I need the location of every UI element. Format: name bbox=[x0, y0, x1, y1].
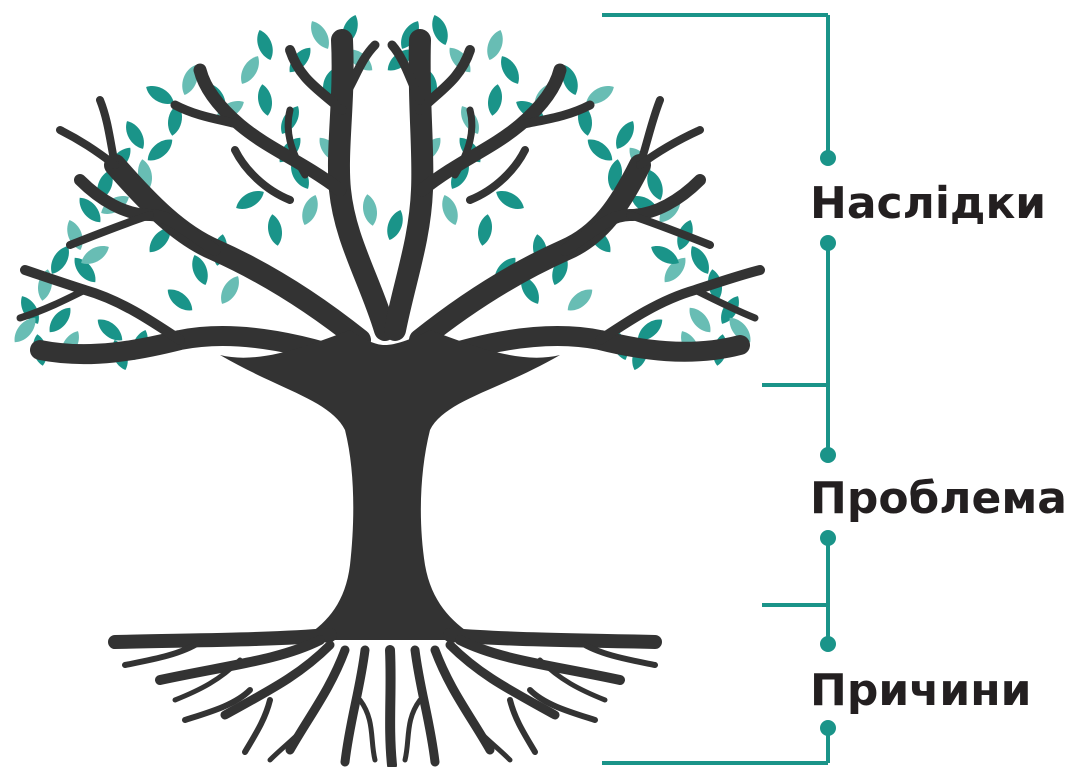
leaf-icon bbox=[257, 29, 273, 61]
leaf-icon bbox=[21, 296, 39, 324]
tree-trunk bbox=[220, 330, 560, 640]
leaf-icon bbox=[401, 21, 419, 49]
dot-causes-bottom bbox=[820, 720, 836, 736]
leaf-icon bbox=[567, 289, 593, 311]
leaf-icon bbox=[477, 214, 493, 246]
leaf-icon bbox=[362, 194, 378, 226]
leaf-icon bbox=[167, 289, 193, 311]
leaf-icon bbox=[689, 307, 711, 333]
tree-of-problems-icon bbox=[14, 14, 765, 767]
leaf-icon bbox=[14, 317, 36, 343]
leaf-icon bbox=[51, 246, 69, 274]
leaf-icon bbox=[97, 319, 123, 341]
leaf-icon bbox=[651, 246, 679, 264]
leaf-icon bbox=[126, 121, 144, 149]
leaf-icon bbox=[267, 214, 283, 246]
leaf-icon bbox=[442, 194, 458, 226]
leaf-icon bbox=[664, 257, 686, 283]
leaf-icon bbox=[311, 21, 329, 49]
bracket-dots bbox=[820, 150, 836, 736]
leaf-icon bbox=[691, 246, 709, 274]
leaf-icon bbox=[49, 307, 71, 333]
leaf-icon bbox=[387, 209, 403, 241]
leaf-icon bbox=[79, 197, 101, 223]
leaf-icon bbox=[147, 139, 173, 161]
leaf-icon bbox=[146, 86, 174, 104]
leaf-icon bbox=[729, 317, 751, 343]
dot-consequences-top bbox=[820, 150, 836, 166]
tree-branches bbox=[16, 29, 765, 370]
leaf-icon bbox=[182, 64, 198, 96]
leaf-icon bbox=[241, 56, 259, 84]
dot-consequences-bottom bbox=[820, 235, 836, 251]
label-causes: Причини bbox=[810, 665, 1031, 716]
leaf-icon bbox=[562, 64, 578, 96]
leaf-icon bbox=[192, 254, 208, 286]
tree-roots bbox=[108, 628, 662, 767]
leaf-icon bbox=[586, 86, 614, 104]
leaf-icon bbox=[257, 84, 273, 116]
leaf-icon bbox=[501, 56, 519, 84]
leaf-icon bbox=[637, 319, 663, 341]
leaf-icon bbox=[221, 276, 239, 304]
label-consequences: Наслідки bbox=[810, 178, 1046, 229]
leaf-icon bbox=[167, 104, 183, 136]
label-problem: Проблема bbox=[810, 473, 1067, 524]
leaf-icon bbox=[74, 257, 96, 283]
bracket-lines bbox=[602, 13, 830, 765]
dot-causes-top bbox=[820, 636, 836, 652]
leaf-icon bbox=[487, 29, 503, 61]
leaf-icon bbox=[236, 191, 264, 209]
leaf-icon bbox=[81, 246, 109, 264]
leaf-icon bbox=[432, 14, 448, 46]
leaf-icon bbox=[587, 139, 613, 161]
leaf-icon bbox=[521, 276, 539, 304]
leaf-icon bbox=[487, 84, 503, 116]
leaf-icon bbox=[616, 121, 634, 149]
leaf-icon bbox=[302, 194, 318, 226]
leaf-icon bbox=[149, 227, 171, 253]
leaf-icon bbox=[496, 191, 524, 209]
dot-problem-top bbox=[820, 447, 836, 463]
leaf-icon bbox=[647, 169, 663, 201]
dot-problem-bottom bbox=[820, 530, 836, 546]
